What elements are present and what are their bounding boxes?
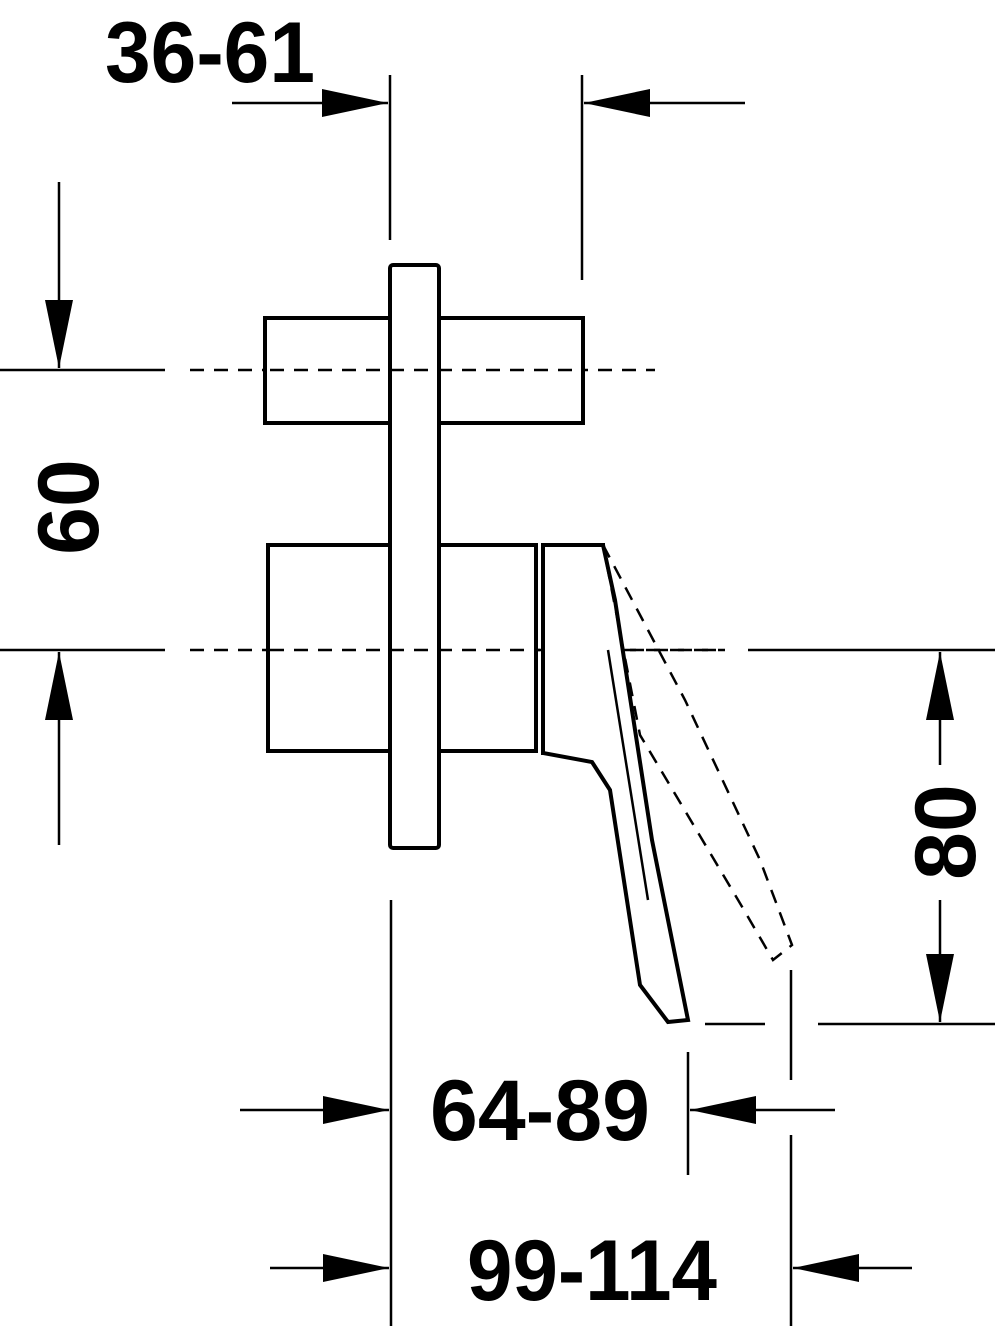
- dimension-label-60: 60: [21, 459, 117, 555]
- dimension-top-depth: 36-61: [105, 5, 745, 280]
- dimension-label-36-61: 36-61: [105, 5, 315, 101]
- dimension-label-99-114: 99-114: [467, 1223, 717, 1319]
- dimension-lever-depth: 64-89: [240, 900, 835, 1326]
- dimension-label-80: 80: [898, 784, 994, 880]
- dimension-lever-height: 80: [705, 652, 995, 1026]
- dimension-center-distance: 60: [21, 182, 117, 845]
- wall-plate: [388, 263, 441, 850]
- dimension-label-64-89: 64-89: [430, 1063, 650, 1159]
- dimension-total-depth: 99-114: [270, 970, 912, 1326]
- lever-alternate-position: [601, 544, 794, 962]
- lever-handle: [541, 543, 691, 1025]
